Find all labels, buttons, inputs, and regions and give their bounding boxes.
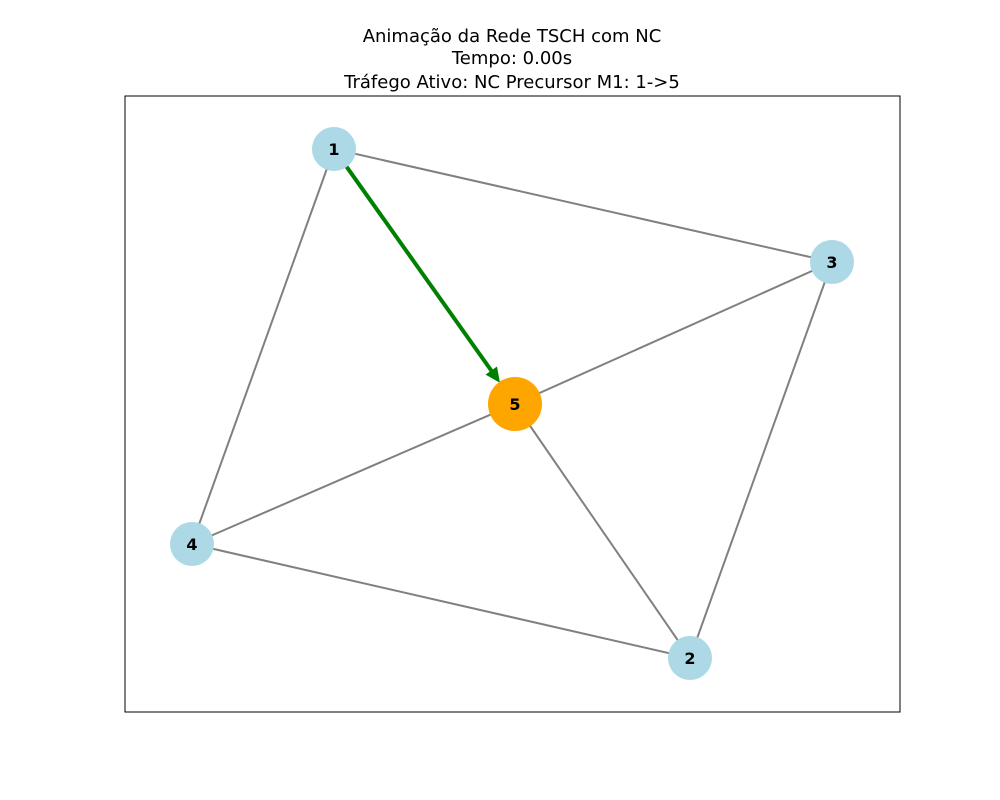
edge-1-3 bbox=[333, 148, 833, 263]
time-label: Tempo: 0.00s bbox=[451, 48, 572, 69]
node-circle bbox=[488, 377, 542, 431]
edges-layer bbox=[191, 148, 833, 659]
edge-3-5 bbox=[514, 261, 833, 405]
arrowhead-icon bbox=[485, 366, 500, 383]
edge-1-4 bbox=[191, 148, 335, 545]
node-3: 3 bbox=[810, 240, 854, 284]
traffic-layer bbox=[340, 159, 500, 383]
node-circle bbox=[312, 127, 356, 171]
diagram-title: Animação da Rede TSCH com NC bbox=[363, 26, 662, 47]
node-1: 1 bbox=[312, 127, 356, 171]
active-traffic-arrow bbox=[340, 159, 497, 378]
node-label: 3 bbox=[826, 253, 837, 272]
node-5: 5 bbox=[488, 377, 542, 431]
node-4: 4 bbox=[170, 522, 214, 566]
node-circle bbox=[170, 522, 214, 566]
nodes-layer: 1 2 3 4 5 bbox=[170, 127, 854, 680]
node-label: 4 bbox=[186, 535, 197, 554]
node-circle bbox=[668, 636, 712, 680]
node-circle bbox=[810, 240, 854, 284]
node-label: 2 bbox=[684, 649, 695, 668]
edge-5-4 bbox=[191, 403, 516, 545]
active-traffic-label: Tráfego Ativo: NC Precursor M1: 1->5 bbox=[343, 72, 680, 93]
node-label: 1 bbox=[328, 140, 339, 159]
node-label: 5 bbox=[509, 395, 520, 414]
plot-frame bbox=[124, 95, 901, 713]
edge-5-2 bbox=[514, 403, 691, 659]
node-2: 2 bbox=[668, 636, 712, 680]
edge-3-2 bbox=[689, 261, 833, 659]
edge-4-2 bbox=[191, 543, 691, 659]
